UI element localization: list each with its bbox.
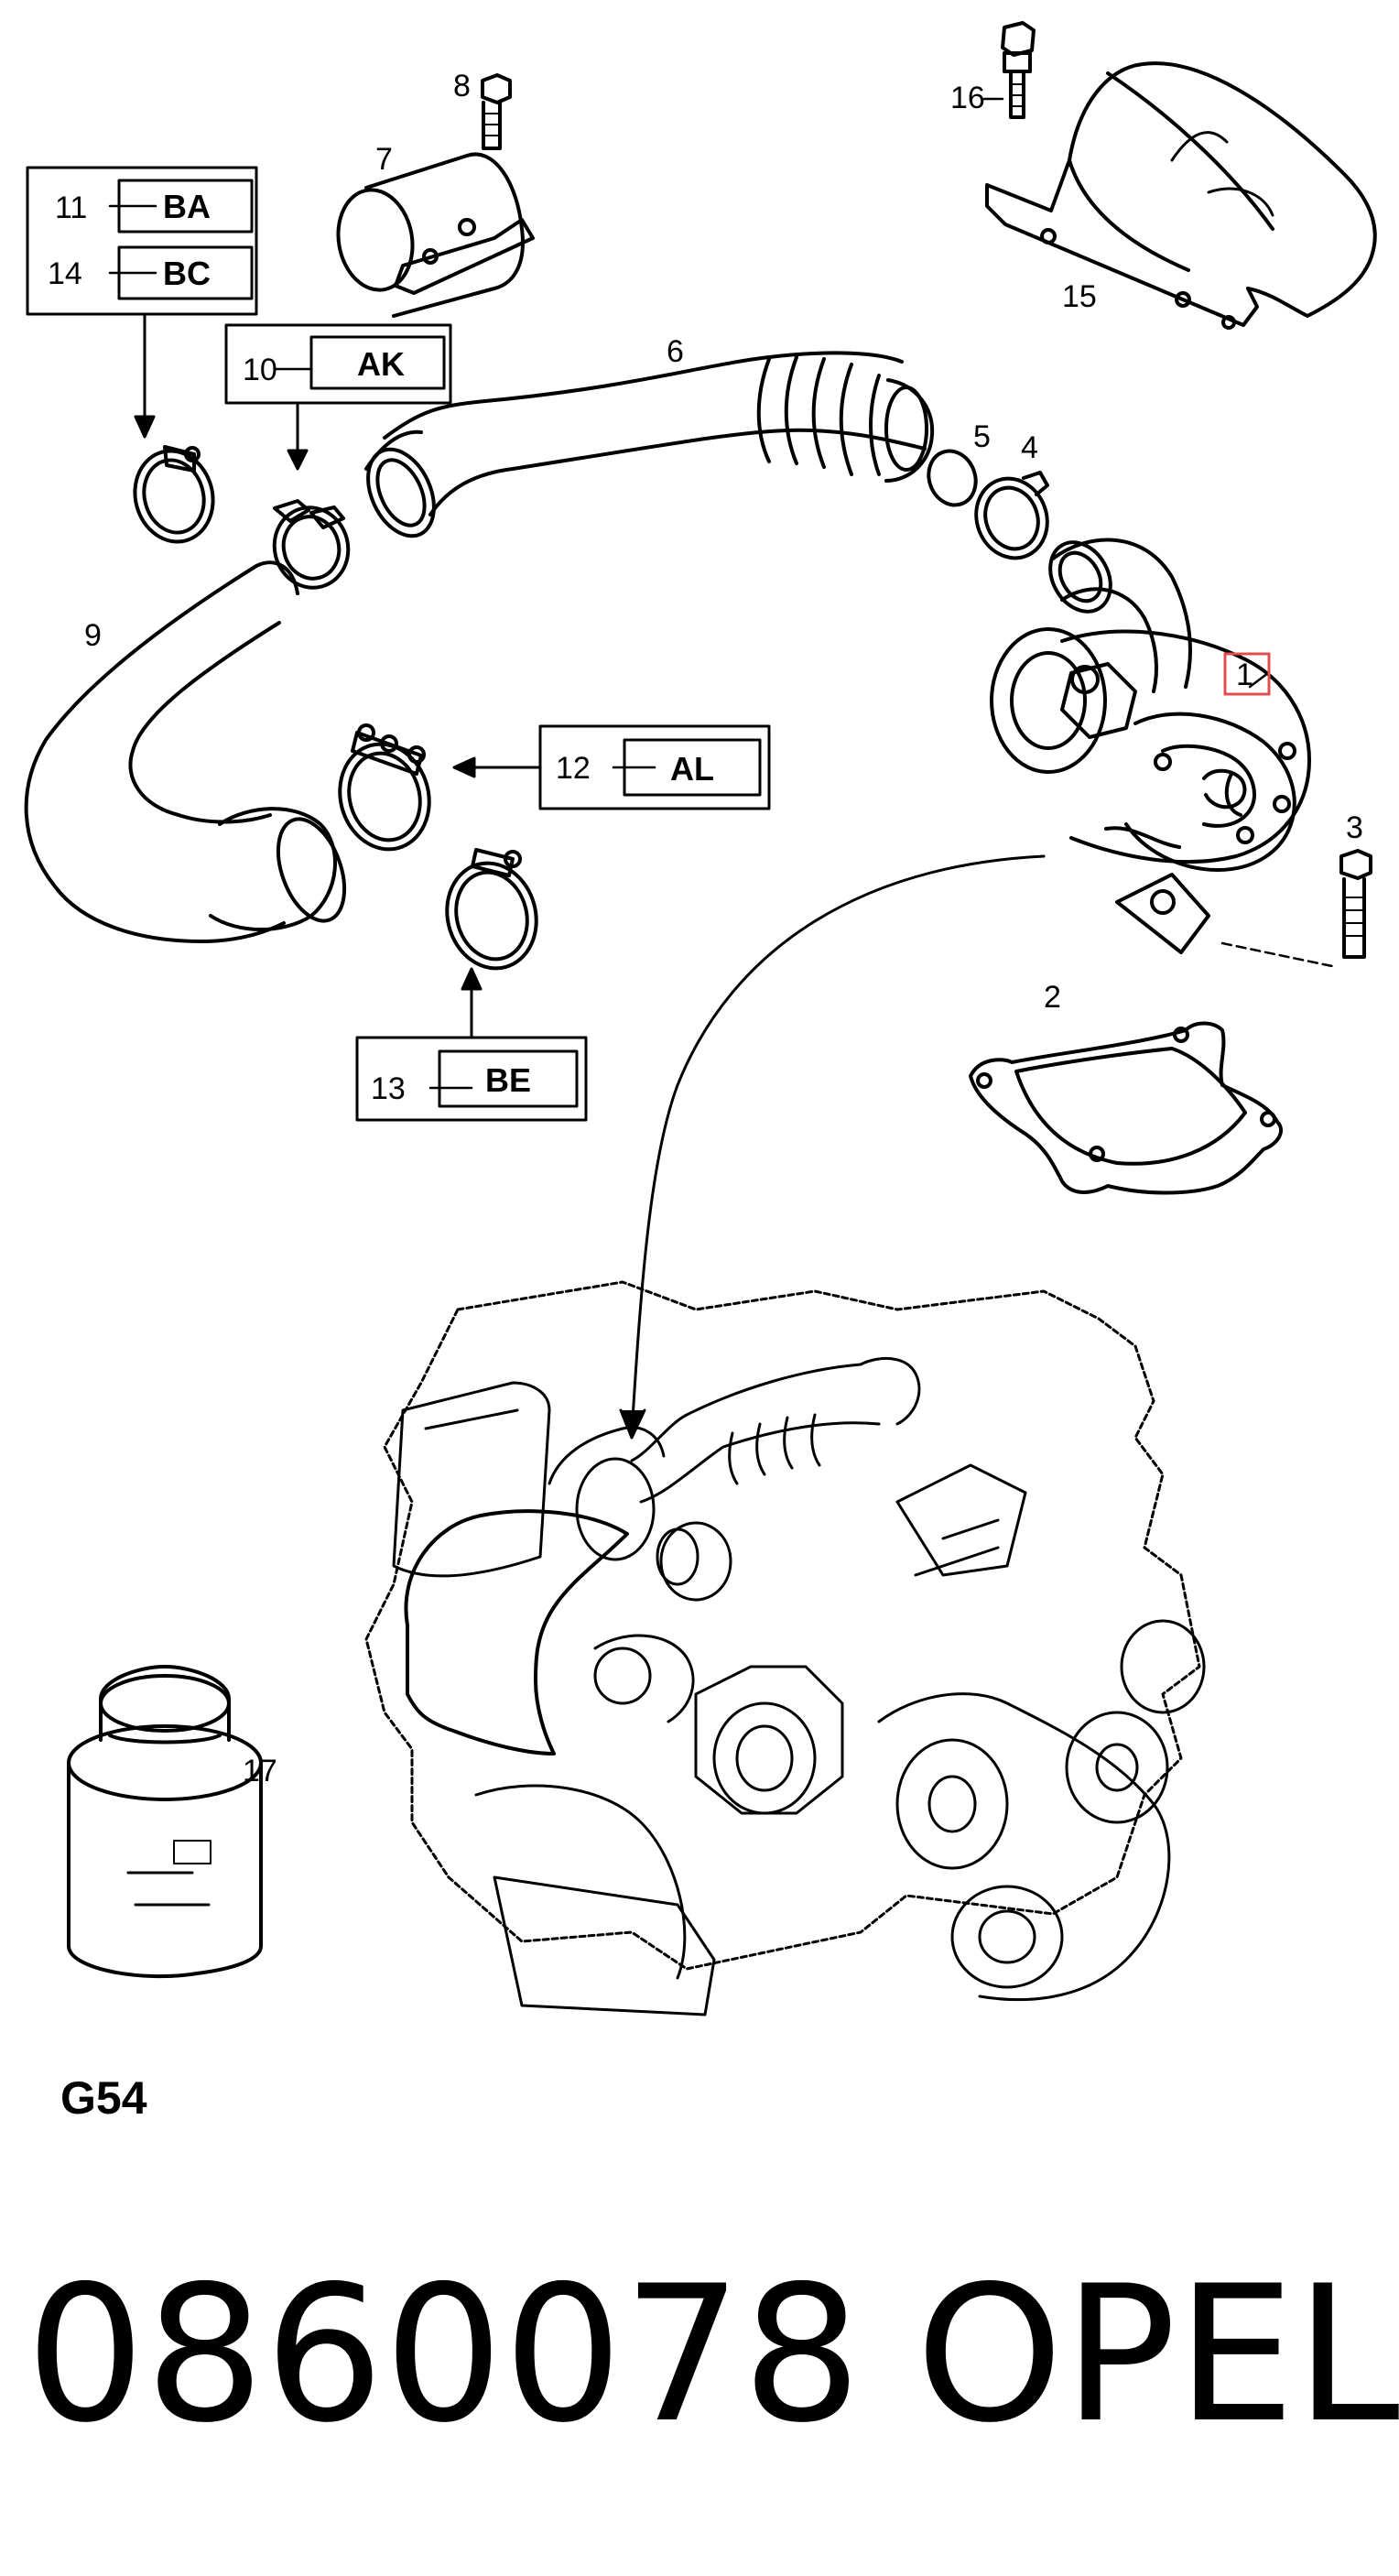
hose-clamp-10-icon [272, 499, 351, 590]
hose-clamp-13-icon [445, 848, 538, 971]
callout-10: 10 [243, 353, 277, 387]
intake-pipe-6-icon [364, 351, 935, 538]
engine-heat-shield [404, 1509, 629, 1755]
code-ba: BA [163, 188, 211, 225]
bolt-16-icon [1001, 21, 1036, 119]
code-bc: BC [163, 255, 211, 292]
callout-1: 1 [1236, 658, 1253, 692]
bolt-3-icon [1339, 849, 1372, 959]
reference-arrows [134, 314, 542, 1039]
callout-14: 14 [48, 256, 82, 291]
callout-2: 2 [1044, 980, 1061, 1015]
callout-8: 8 [453, 69, 471, 103]
code-be: BE [485, 1061, 531, 1099]
callout-9: 9 [84, 618, 102, 653]
callout-4: 4 [1021, 430, 1038, 465]
callout-6: 6 [667, 334, 684, 369]
code-al: AL [670, 750, 714, 788]
code-ak: AK [357, 345, 405, 383]
callout-17: 17 [243, 1754, 277, 1788]
assembly-arrow [619, 854, 1046, 1440]
elbow-hose-9-icon [24, 560, 347, 943]
o-ring-5-icon [927, 449, 978, 507]
callout-5: 5 [973, 419, 991, 454]
gasket-2-icon [969, 1021, 1283, 1195]
sealant-tube-17-icon [67, 1665, 263, 1979]
engine-illustration [364, 1280, 1206, 2016]
bolt-8-icon [481, 73, 512, 150]
turbocharger-1-icon [990, 538, 1311, 954]
part-number: 0860078 [26, 2246, 862, 2464]
clamp-ring-4-icon [974, 471, 1049, 560]
part-1-highlight [1223, 652, 1271, 696]
code-boxes [26, 166, 771, 1122]
callout-16: 16 [950, 81, 985, 115]
group-code-label: G54 [60, 2072, 147, 2124]
callout-3: 3 [1346, 810, 1363, 845]
leader-lines [108, 97, 1334, 1090]
callout-13: 13 [371, 1071, 406, 1106]
heat-shield-15-icon [985, 61, 1377, 330]
callout-11: 11 [55, 190, 87, 225]
sleeve-clamp-7-icon [336, 152, 535, 318]
callout-12: 12 [556, 751, 591, 786]
hose-clamp-11-icon [133, 445, 215, 544]
callout-7: 7 [375, 142, 393, 177]
callout-15: 15 [1062, 279, 1097, 314]
brand-name: OPEL [916, 2246, 1399, 2464]
hose-clamp-12-icon [338, 723, 431, 852]
